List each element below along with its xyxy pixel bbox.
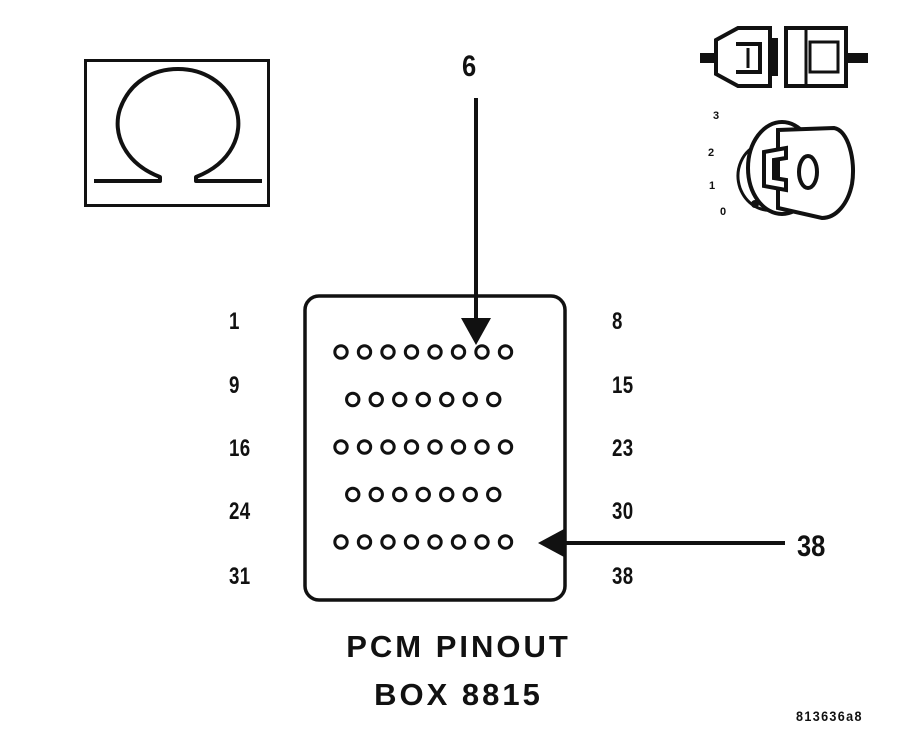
pin-hole [345, 486, 361, 503]
pin-hole [380, 439, 396, 455]
pin-hole [450, 534, 467, 550]
pin-hole [462, 391, 478, 408]
pin-hole [497, 439, 514, 455]
row-5-right-label: 38 [612, 563, 634, 590]
disconnect-connector-icon [700, 26, 868, 88]
pin-hole [368, 486, 384, 503]
pin-hole [474, 534, 490, 550]
ohm-meter-icon [84, 59, 270, 207]
pin-hole [333, 439, 349, 455]
pin-hole [427, 534, 443, 550]
row-3-left-label: 16 [229, 435, 251, 462]
caption-line-2: BOX 8815 [374, 677, 543, 712]
right-callout-arrowhead [538, 529, 564, 557]
pin-hole [345, 391, 361, 408]
pcm-connector-pin-box [303, 294, 567, 602]
pin-hole [392, 391, 408, 408]
ignition-position-1: 1 [709, 180, 716, 192]
top-callout-arrowhead [461, 318, 491, 345]
ignition-position-0: 0 [720, 206, 727, 218]
pin-hole [462, 486, 478, 503]
row-4-right-label: 30 [612, 498, 634, 525]
right-callout-label: 38 [797, 530, 826, 563]
pin-hole [427, 439, 443, 455]
pin-hole [333, 534, 349, 550]
pin-hole [497, 534, 514, 550]
ignition-position-3: 3 [713, 110, 720, 122]
pin-hole [368, 391, 384, 408]
pin-grid [333, 344, 514, 550]
pin-hole [439, 391, 455, 408]
row-2-left-label: 9 [229, 372, 240, 399]
pin-hole [403, 439, 420, 455]
top-callout-label: 6 [462, 50, 477, 83]
pin-hole [474, 439, 490, 455]
ignition-position-2: 2 [708, 147, 715, 159]
pin-hole [380, 344, 396, 360]
pin-hole [427, 344, 443, 360]
pin-hole [392, 486, 408, 503]
pin-hole [356, 534, 373, 550]
ignition-key-icon [736, 120, 855, 221]
pin-hole [356, 344, 373, 360]
row-1-right-label: 8 [612, 308, 623, 335]
pin-hole [450, 439, 467, 455]
pin-hole [333, 344, 349, 360]
pin-hole [415, 486, 431, 503]
pin-hole [356, 439, 373, 455]
pin-hole [403, 344, 420, 360]
row-1-left-label: 1 [229, 308, 240, 335]
row-5-left-label: 31 [229, 563, 251, 590]
row-3-right-label: 23 [612, 435, 634, 462]
pin-hole [497, 344, 514, 360]
pin-hole [415, 391, 431, 408]
figure-id: 813636a8 [796, 708, 863, 724]
row-2-right-label: 15 [612, 372, 634, 399]
pin-hole [486, 486, 502, 503]
pin-hole [450, 344, 467, 360]
pin-hole [380, 534, 396, 550]
pin-hole [439, 486, 455, 503]
caption-line-1: PCM PINOUT [346, 629, 571, 664]
pin-hole [474, 344, 490, 360]
row-4-left-label: 24 [229, 498, 251, 525]
pin-hole [486, 391, 502, 408]
pin-hole [403, 534, 420, 550]
